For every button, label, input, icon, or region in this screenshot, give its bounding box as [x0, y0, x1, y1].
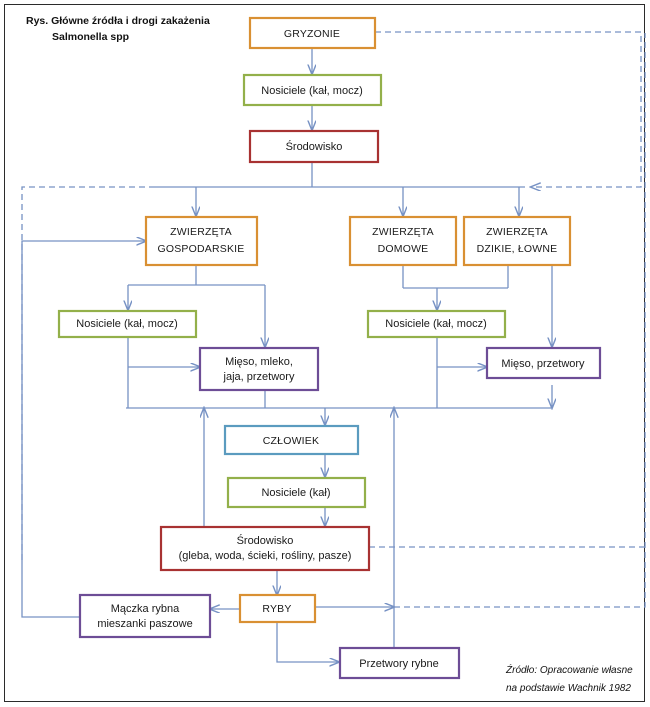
node-nosiciele-gryzonie[interactable]: Nosiciele (kał, mocz) — [242, 73, 383, 107]
node-srodowisko-top-label: Środowisko — [286, 140, 343, 153]
node-srodowisko-bottom-label-2: (gleba, woda, ścieki, rośliny, pasze) — [179, 550, 352, 562]
node-zwierzeta-gospodarskie[interactable]: ZWIERZĘTA GOSPODARSKIE — [144, 215, 259, 267]
node-mieso-przetwory-label: Mięso, przetwory — [501, 358, 585, 370]
figure-title-line1: Rys. Główne źródła i drogi zakażenia — [26, 15, 210, 27]
node-ryby[interactable]: RYBY — [238, 593, 317, 624]
node-nosiciele-czlowiek-label: Nosiciele (kał) — [261, 487, 330, 499]
node-zwierzeta-gospodarskie-label-1: ZWIERZĘTA — [170, 226, 232, 238]
node-zwierzeta-domowe-label-2: DOMOWE — [378, 243, 429, 255]
node-mieso-mleko-label-2: jaja, przetwory — [223, 371, 295, 383]
node-przetwory-rybne-label: Przetwory rybne — [359, 658, 438, 670]
figure-source-line1: Źródło: Opracowanie własne — [505, 663, 633, 676]
node-nosiciele-czlowiek[interactable]: Nosiciele (kał) — [226, 476, 367, 509]
feedback-to-gryzonie — [375, 31, 642, 187]
node-zwierzeta-dzikie-label-2: DZIKIE, ŁOWNE — [477, 243, 558, 255]
node-nosiciele-domowe[interactable]: Nosiciele (kał, mocz) — [366, 309, 507, 339]
feedback-left-rail — [21, 186, 155, 560]
node-maczka-rybna-label-2: mieszanki paszowe — [97, 618, 192, 630]
node-gryzonie[interactable]: GRYZONIE — [248, 16, 377, 50]
node-srodowisko-bottom[interactable]: Środowisko (gleba, woda, ścieki, rośliny… — [159, 525, 371, 572]
connectors-dashed — [21, 31, 646, 608]
nodes: GRYZONIE Nosiciele (kał, mocz) Środowisk… — [57, 16, 602, 680]
figure-title-line2: Salmonella spp — [52, 31, 129, 43]
edge-ryby-przetworyrybne — [276, 622, 339, 662]
node-zwierzeta-dzikie-lowne[interactable]: ZWIERZĘTA DZIKIE, ŁOWNE — [462, 215, 572, 267]
figure-source-line2: na podstawie Wachnik 1982 — [506, 683, 631, 694]
figure-title: Rys. Główne źródła i drogi zakażenia Sal… — [26, 15, 210, 43]
node-zwierzeta-dzikie-label-1: ZWIERZĘTA — [486, 226, 548, 238]
node-maczka-rybna[interactable]: Mączka rybna mieszanki paszowe — [78, 593, 212, 639]
node-gryzonie-label: GRYZONIE — [284, 28, 340, 40]
node-zwierzeta-gospodarskie-label-2: GOSPODARSKIE — [157, 243, 244, 255]
figure-source: Źródło: Opracowanie własne na podstawie … — [505, 663, 633, 694]
node-czlowiek[interactable]: CZŁOWIEK — [223, 424, 360, 456]
node-maczka-rybna-label-1: Mączka rybna — [111, 603, 180, 615]
node-czlowiek-label: CZŁOWIEK — [263, 435, 319, 447]
node-mieso-mleko-label-1: Mięso, mleko, — [225, 356, 293, 368]
node-nosiciele-gryzonie-label: Nosiciele (kał, mocz) — [261, 85, 362, 97]
node-nosiciele-gospodarskie-label: Nosiciele (kał, mocz) — [76, 318, 177, 330]
node-nosiciele-gospodarskie[interactable]: Nosiciele (kał, mocz) — [57, 309, 198, 339]
node-nosiciele-domowe-label: Nosiciele (kał, mocz) — [385, 318, 486, 330]
connectors-solid — [21, 48, 552, 662]
node-przetwory-rybne[interactable]: Przetwory rybne — [338, 646, 461, 680]
node-ryby-label: RYBY — [262, 603, 291, 615]
node-mieso-przetwory[interactable]: Mięso, przetwory — [485, 346, 602, 380]
node-srodowisko-top[interactable]: Środowisko — [248, 129, 380, 164]
node-srodowisko-bottom-label-1: Środowisko — [237, 534, 294, 547]
node-zwierzeta-domowe[interactable]: ZWIERZĘTA DOMOWE — [348, 215, 458, 267]
node-mieso-mleko-jaja[interactable]: Mięso, mleko, jaja, przetwory — [198, 346, 320, 392]
node-zwierzeta-domowe-label-1: ZWIERZĘTA — [372, 226, 434, 238]
feedback-ryby-right — [394, 33, 646, 608]
